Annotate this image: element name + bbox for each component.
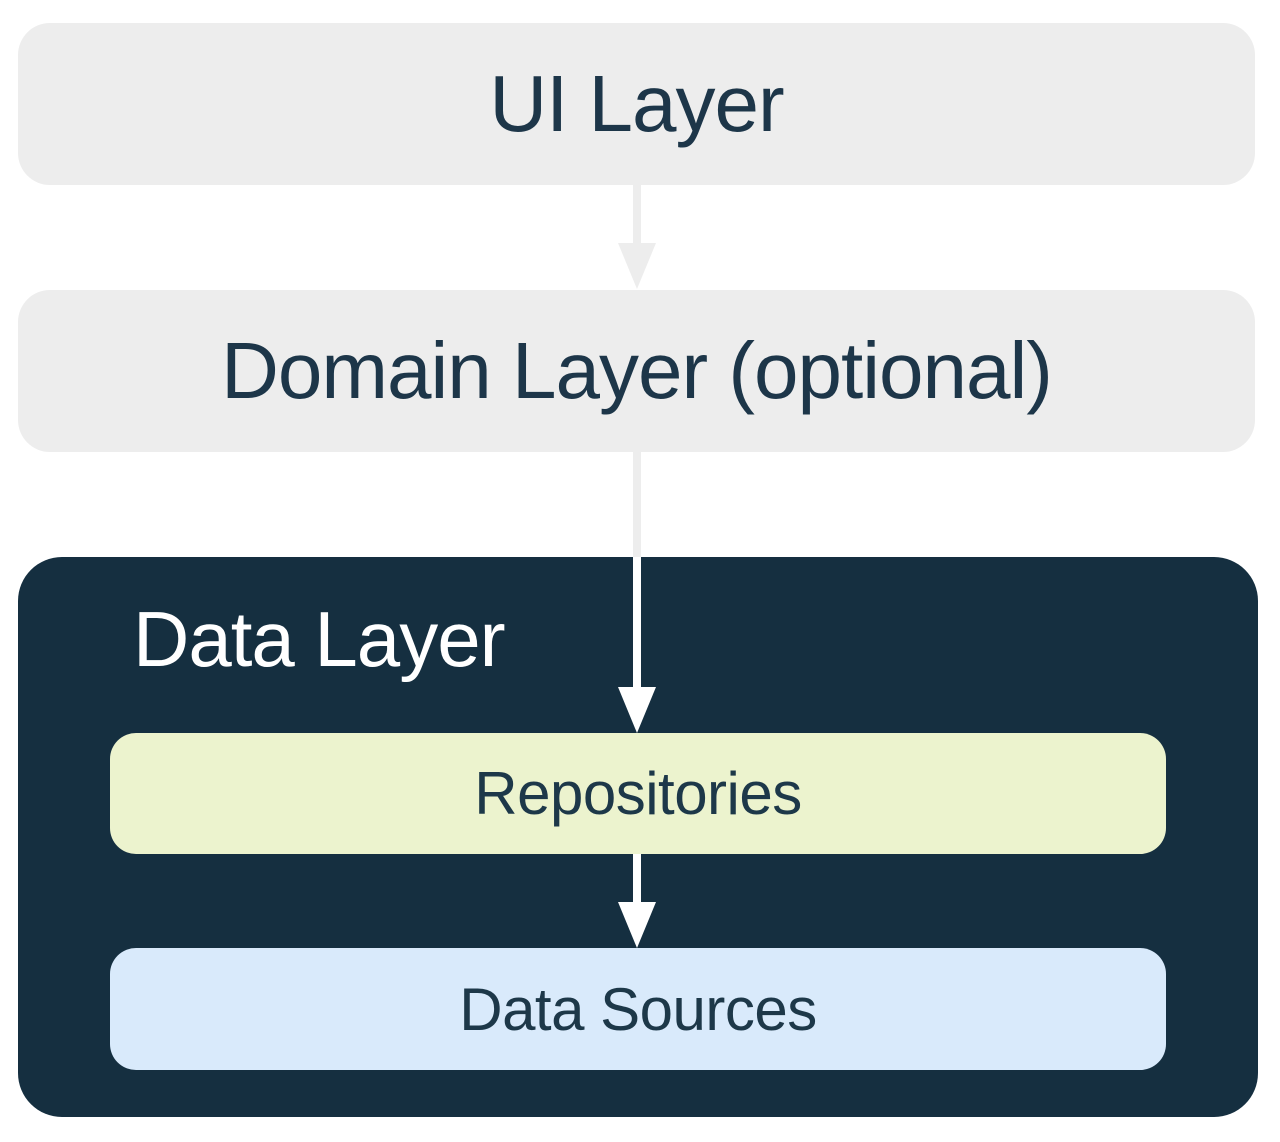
arrow-down-icon	[633, 557, 641, 689]
arrow-down-icon	[618, 243, 656, 289]
data-sources-box: Data Sources	[110, 948, 1166, 1070]
domain-layer-box: Domain Layer (optional)	[18, 290, 1255, 452]
arrow-down-icon	[633, 854, 641, 904]
data-sources-label: Data Sources	[459, 975, 817, 1043]
data-layer-label: Data Layer	[133, 595, 506, 683]
arrow-down-icon	[618, 687, 656, 733]
domain-layer-label: Domain Layer (optional)	[221, 326, 1053, 415]
repositories-box: Repositories	[110, 733, 1166, 854]
arrow-down-icon	[633, 452, 641, 557]
arrow-down-icon	[618, 902, 656, 948]
ui-layer-label: UI Layer	[489, 59, 784, 148]
repositories-label: Repositories	[474, 760, 802, 827]
arrow-down-icon	[633, 185, 641, 244]
ui-layer-box: UI Layer	[18, 23, 1255, 185]
